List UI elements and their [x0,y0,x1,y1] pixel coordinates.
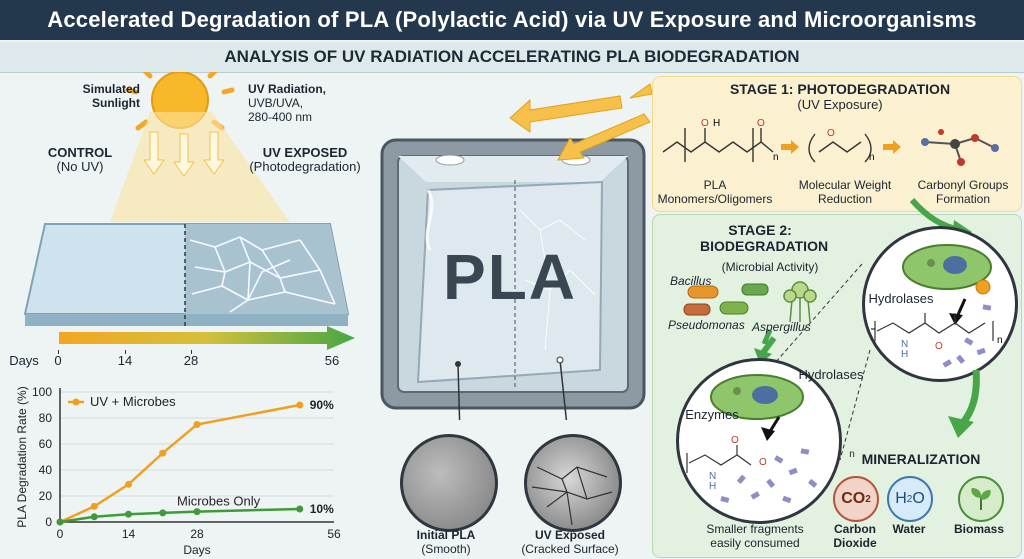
degradation-chart: 0 20 40 60 80 100 0 14 28 56 PLA Degradation Rate … [15,385,341,557]
hydrolases-label-mid: Hydrolases [798,367,864,382]
y-tick-label: 60 [39,437,53,451]
svg-text:O: O [731,435,739,446]
timeline-tick: 0 [54,353,62,368]
data-point [159,449,167,457]
svg-text:O: O [757,118,765,129]
legend-marker [72,398,80,406]
initial-pla-label: Initial PLA(Smooth) [416,528,476,556]
microbes-illustration [683,281,817,344]
svg-text:n: n [997,335,1003,346]
y-axis-label: PLA Degradation Rate (%) [15,386,29,527]
enzymes-zoom: N H O O [676,358,842,524]
series-end-label: 10% [310,502,334,516]
data-point [193,421,201,428]
pseudomonas-label: Pseudomonas [668,318,745,332]
svg-text:O: O [701,118,709,129]
legend-entry: Microbes Only [177,494,261,509]
enzymes-label: Enzymes [685,407,739,422]
stage1-title: STAGE 1: PHOTODEGRADATION [729,81,951,97]
svg-text:H: H [709,481,716,492]
timeline-tick: 14 [117,353,133,368]
uv-radiation-label: UV Radiation,UVB/UVA,280-400 nm [248,82,327,124]
timeline-arrow [59,326,355,350]
data-point [296,401,304,409]
timeline-tick: 28 [183,353,199,368]
series-line [59,403,300,524]
y-tick-label: 40 [39,463,53,477]
svg-text:N: N [901,339,908,350]
bacillus-icon [687,285,719,299]
series-end-label: 90% [310,398,334,412]
bacillus-label: Bacillus [670,274,712,288]
svg-text:n: n [773,152,779,163]
stage-arrows [509,83,653,161]
mineralization-title: MINERALIZATION [861,451,981,467]
hydrolases-zoom: N H O n [862,226,1018,382]
biomass-leaf-icon [958,476,1004,522]
svg-text:O: O [827,128,835,139]
series-line [59,507,300,524]
svg-text:H: H [901,349,908,360]
carbonyl-molecule-icon [921,129,999,166]
pseudomonas-icon [719,301,749,315]
uv-exposed-label: UV EXPOSED(Photodegradation) [249,145,361,174]
data-point [193,508,201,516]
x-tick-label: 56 [327,527,341,541]
chamber-pla-label: PLA [443,241,577,313]
data-point [56,518,64,526]
y-tick-label: 100 [32,385,52,399]
svg-text:O: O [759,457,767,468]
uv-exposure-illustration [23,72,350,326]
stage2-subtitle: (Microbial Activity) [721,260,819,274]
timeline-tick: 56 [324,353,340,368]
uv-exposed-sample [524,434,622,532]
stage1-subtitle: (UV Exposure) [797,97,883,112]
stage2-title: STAGE 2:BIODEGRADATION [700,222,829,254]
x-axis-label: Days [183,543,210,557]
y-tick-label: 80 [39,411,53,425]
x-tick-label: 14 [122,527,136,541]
x-tick-label: 28 [190,527,204,541]
control-label: CONTROL(No UV) [47,145,113,174]
data-point [159,509,167,517]
hydrolases-label-top: Hydrolases [868,291,934,306]
svg-text:H: H [713,118,720,129]
svg-text:n: n [869,152,875,163]
uv-exposed-sample-label: UV Exposed(Cracked Surface) [521,528,619,556]
x-tick-label: 0 [57,527,64,541]
data-point [90,513,98,521]
svg-text:N: N [709,471,716,482]
data-point [296,505,304,513]
timeline-label: Days [9,353,39,368]
svg-text:O: O [935,341,943,352]
aspergillus-icon [783,281,817,323]
y-tick-label: 20 [39,489,53,503]
y-tick-label: 0 [45,515,52,529]
water-label: Water [892,522,926,536]
page-title: Accelerated Degradation of PLA (Polylact… [0,0,1024,40]
biomass-label: Biomass [953,522,1005,536]
sample-plate [23,223,350,326]
polymer-repeat-n: n [849,449,855,460]
stage1-chemistry: n O O H O n [662,118,999,166]
data-point [90,502,98,510]
mineralization-arrow [948,369,980,438]
uv-chamber [380,138,646,420]
aspergillus-label: Aspergillus [752,320,811,334]
data-point [125,510,132,518]
initial-pla-sample [400,434,498,532]
page-subtitle: ANALYSIS OF UV RADIATION ACCELERATING PL… [0,42,1024,73]
data-point [125,480,132,488]
legend-entry: UV + Microbes [90,394,176,409]
